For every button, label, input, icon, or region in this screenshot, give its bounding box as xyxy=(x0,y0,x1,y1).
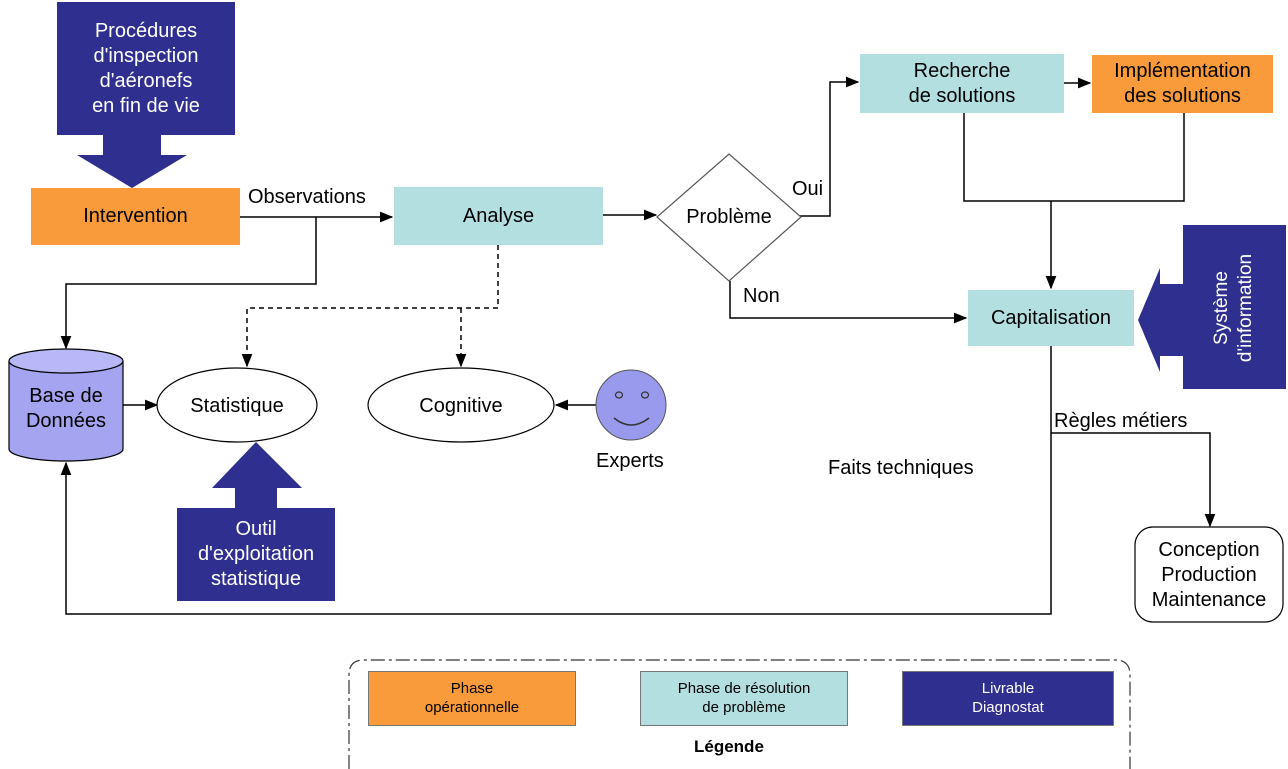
edge-capitalisation-base xyxy=(60,346,1052,615)
legend-resolution: Phase de résolution de problème xyxy=(640,671,848,726)
edge-analyse-statistique xyxy=(241,245,499,368)
probleme-diamond xyxy=(656,153,802,282)
edge-recherche-capitalisation xyxy=(963,113,1185,202)
cognitive-ellipse xyxy=(367,367,555,443)
probleme-label: Problème xyxy=(686,205,772,228)
faits-label: Faits techniques xyxy=(828,457,974,479)
procedures-box: Procédures d'inspection d'aéronefs en fi… xyxy=(57,2,235,135)
cognitive-label: Cognitive xyxy=(419,394,503,417)
outil-box: Outil d'exploitation statistique xyxy=(177,508,335,601)
regles-label: Règles métiers xyxy=(1054,410,1188,432)
systeme-label: Système d'information xyxy=(1211,253,1256,363)
implementation-box: Implémentation des solutions xyxy=(1092,55,1273,113)
recherche-box: Recherche de solutions xyxy=(860,54,1064,113)
analyse-box: Analyse xyxy=(394,187,603,245)
edge-observations-base xyxy=(60,217,317,350)
statistique-ellipse xyxy=(156,367,318,443)
systeme-arrow-head xyxy=(1138,268,1183,372)
oui-label: Oui xyxy=(792,178,824,200)
conception-label: Conception Production Maintenance xyxy=(1151,538,1267,611)
conception-box xyxy=(1134,526,1284,623)
edge-probleme-oui xyxy=(800,76,860,217)
database-icon xyxy=(8,348,124,462)
experts-label: Experts xyxy=(596,450,664,472)
non-label: Non xyxy=(743,285,780,307)
experts-smiley-icon xyxy=(595,369,667,441)
outil-arrow-shape xyxy=(212,442,302,508)
legend-title: Légende xyxy=(694,737,764,756)
base-label: Base de Données xyxy=(25,385,107,432)
intervention-box: Intervention xyxy=(31,188,240,245)
legend-frame xyxy=(348,659,1131,769)
edge-probleme-non xyxy=(729,281,968,324)
statistique-label: Statistique xyxy=(190,394,284,417)
capitalisation-box: Capitalisation xyxy=(968,290,1134,346)
observations-label: Observations xyxy=(248,186,366,208)
edge-regles-conception xyxy=(1051,432,1216,528)
legend-livrable: Livrable Diagnostat xyxy=(902,671,1114,726)
systeme-box xyxy=(1183,225,1286,389)
procedures-arrow-shape xyxy=(77,135,187,188)
legend-operational: Phase opérationnelle xyxy=(368,671,576,726)
